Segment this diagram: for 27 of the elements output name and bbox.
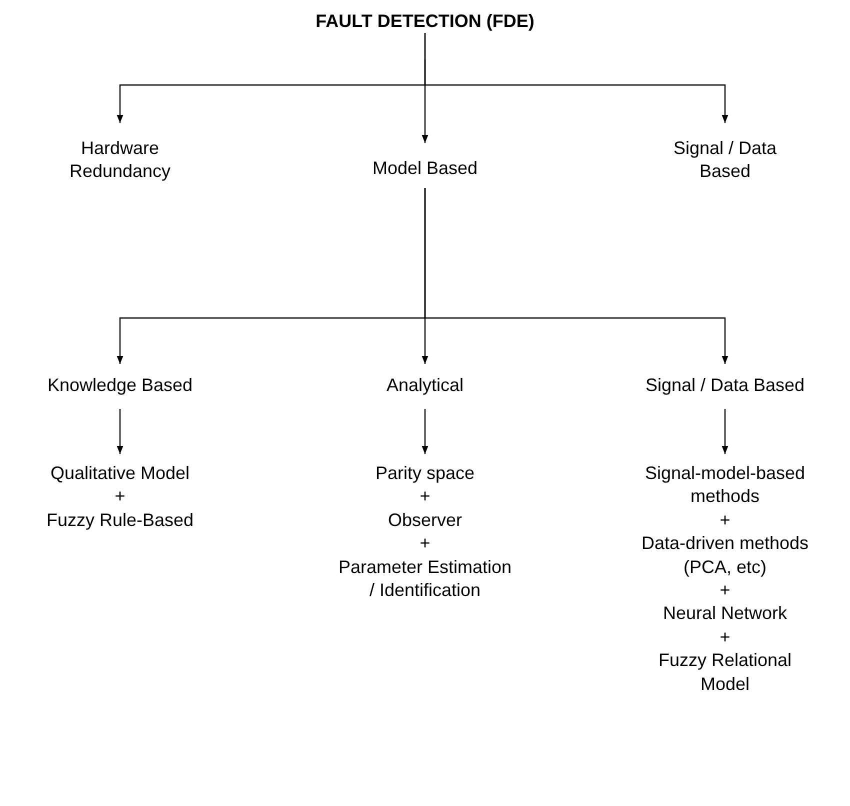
plus-sign: +	[718, 508, 732, 532]
category-label: Neural Network	[662, 602, 788, 626]
plus-sign: +	[114, 485, 126, 508]
plus-sign: +	[418, 532, 432, 556]
category-label: Hardware Redundancy	[68, 137, 172, 184]
category-label: Data-driven methods (PCA, etc)	[640, 532, 810, 579]
plus-sign: +	[718, 578, 732, 602]
category-label: Signal-model-based methods	[644, 462, 806, 508]
arrow	[424, 188, 728, 364]
category-label: Observer	[386, 508, 464, 532]
category-label: Analytical	[385, 374, 465, 397]
category-label: Model Based	[371, 157, 479, 180]
category-label: Fuzzy Rule-Based	[45, 508, 195, 532]
root-node-label: FAULT DETECTION (FDE)	[314, 10, 536, 33]
category-label: Signal / Data Based	[644, 374, 806, 397]
category-label: Signal / Data Based	[672, 137, 778, 184]
category-label: Qualitative Model	[49, 462, 191, 485]
category-label: Fuzzy Relational Model	[657, 649, 793, 696]
plus-sign: +	[718, 626, 732, 649]
arrow	[722, 409, 728, 454]
category-label: Parameter Estimation / Identification	[337, 556, 513, 602]
arrow	[116, 409, 124, 454]
arrow	[422, 409, 428, 454]
plus-sign: +	[418, 485, 432, 508]
arrow	[424, 33, 728, 123]
category-label: Parity space	[374, 462, 476, 485]
category-label: Knowledge Based	[46, 374, 194, 397]
